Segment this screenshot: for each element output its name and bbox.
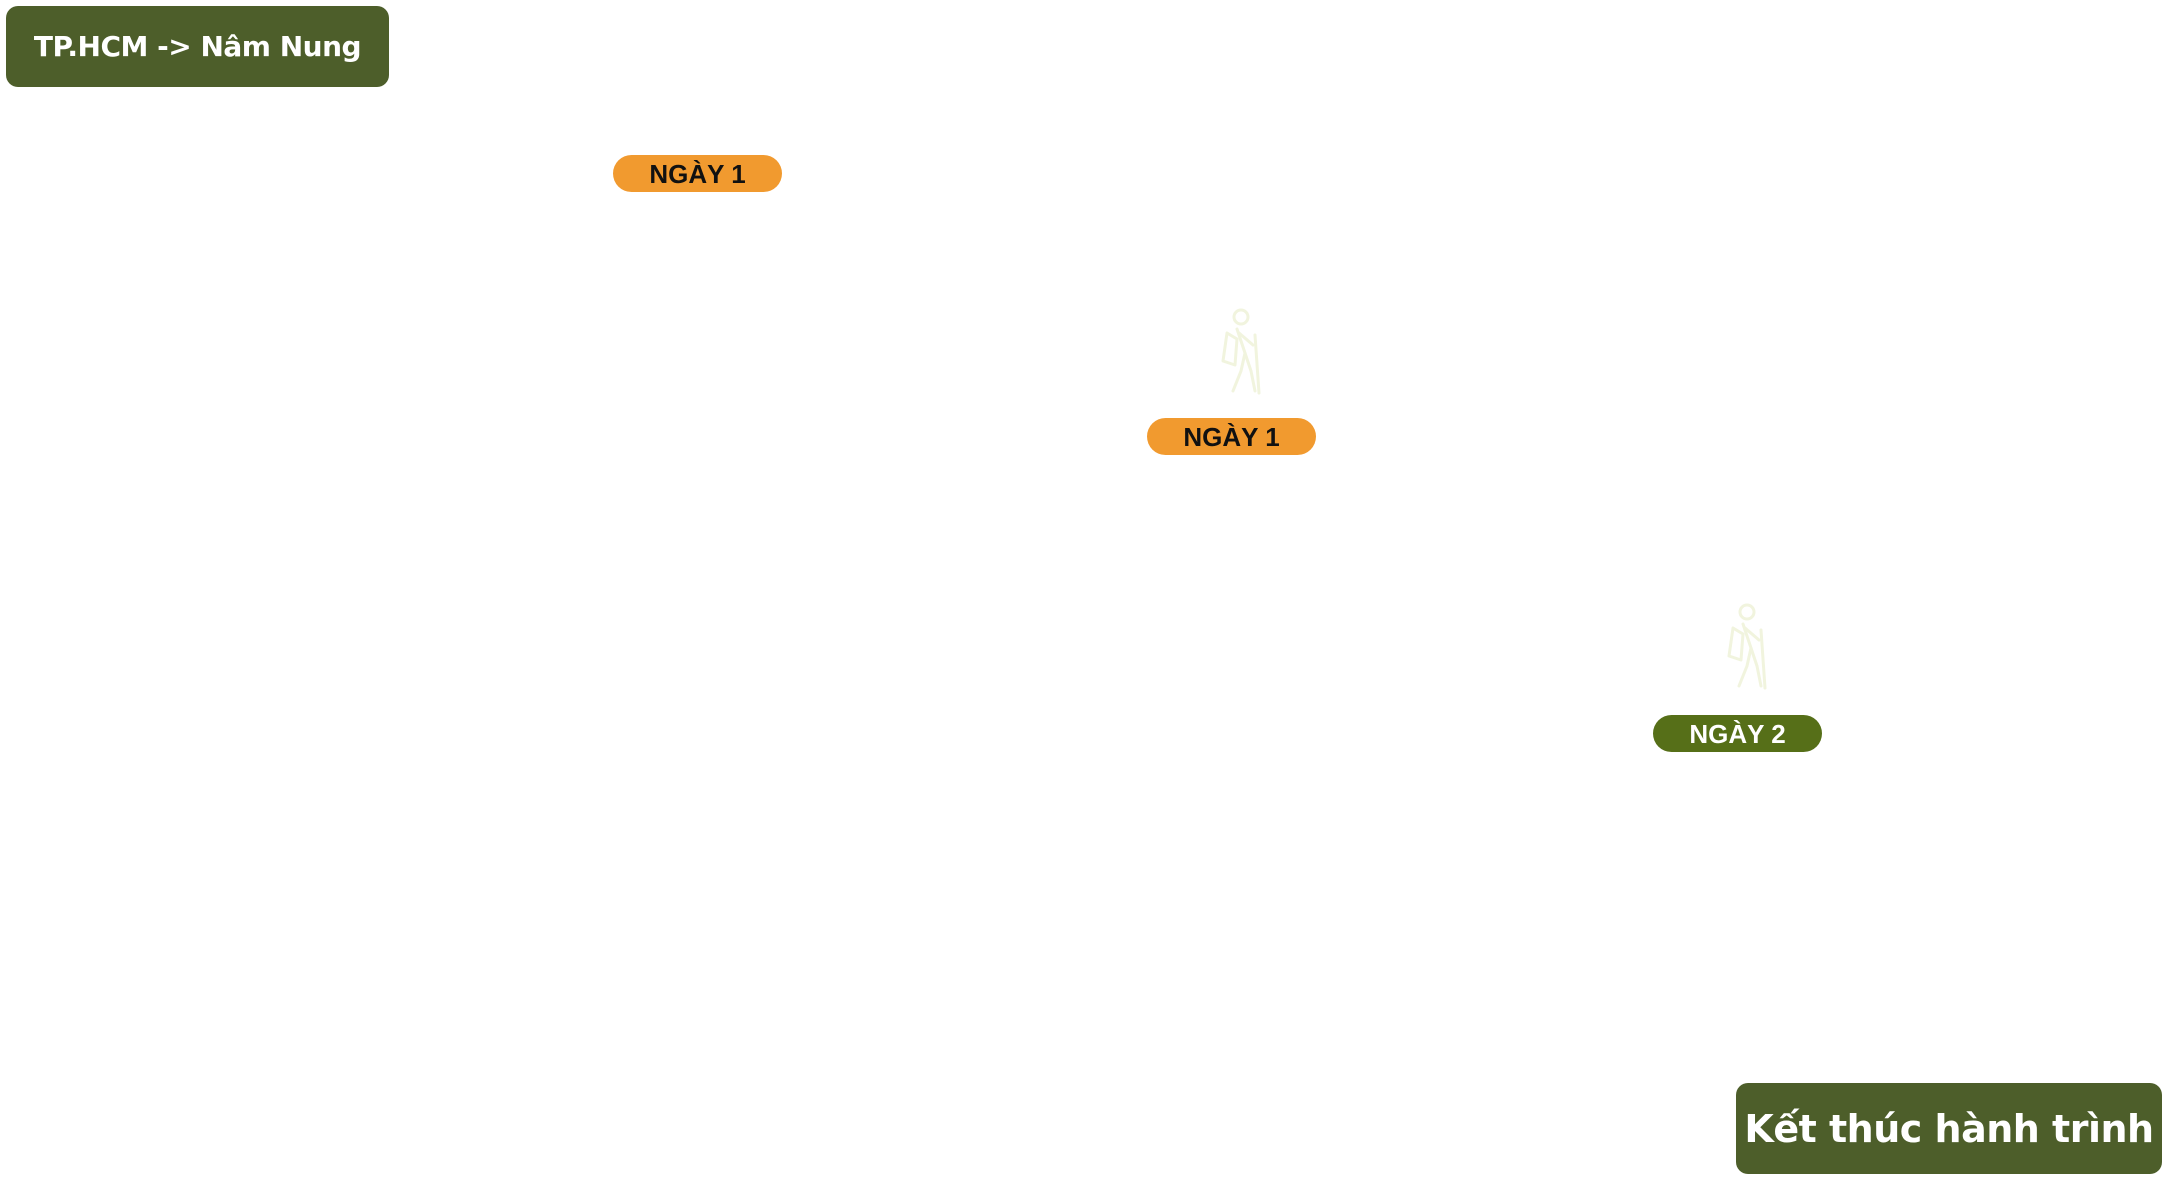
hiker-icon bbox=[1711, 600, 1775, 690]
end-journey-button[interactable]: Kết thúc hành trình bbox=[1736, 1083, 2162, 1174]
day-marker-3[interactable]: NGÀY 2 bbox=[1653, 715, 1822, 752]
day-marker-1[interactable]: NGÀY 1 bbox=[613, 155, 782, 192]
route-title-badge: TP.HCM -> Nâm Nung bbox=[6, 6, 389, 87]
hiker-icon bbox=[1205, 305, 1269, 395]
day-marker-2[interactable]: NGÀY 1 bbox=[1147, 418, 1316, 455]
